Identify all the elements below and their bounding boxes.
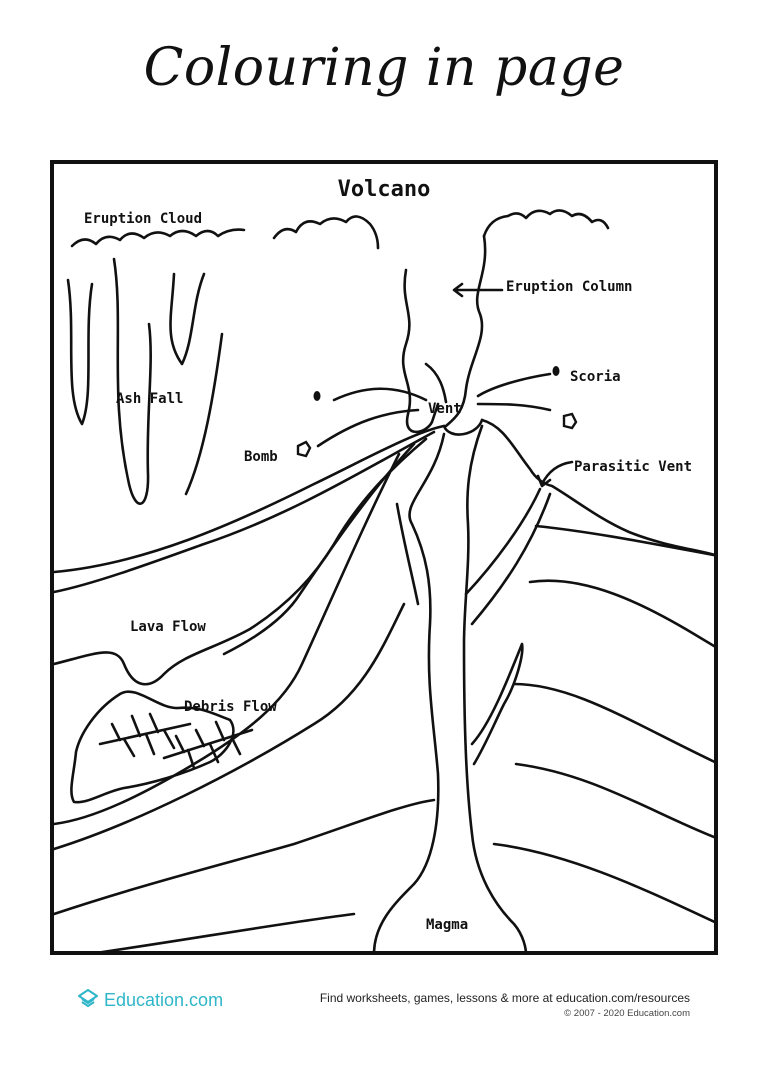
eruption-column-arrow xyxy=(452,282,504,298)
volcano-diagram: Volcano Eruption Cloud Eruption Column A… xyxy=(50,160,718,955)
bomb-rock xyxy=(313,391,321,401)
bomb-rock-outline xyxy=(296,440,312,458)
earth-layer xyxy=(528,579,714,648)
vent-ray xyxy=(476,372,552,398)
eruption-column-right xyxy=(444,234,487,428)
diagram-title: Volcano xyxy=(337,177,431,202)
label-lava-flow: Lava Flow xyxy=(130,619,206,635)
earth-layer xyxy=(512,682,714,764)
ash-fall-streak xyxy=(184,332,224,496)
magma-conduit-left xyxy=(372,432,446,951)
page-title: Colouring in page xyxy=(143,38,625,98)
label-parasitic-vent: Parasitic Vent xyxy=(574,459,693,475)
eruption-column-cloud xyxy=(272,215,380,250)
debris-flow-line xyxy=(54,452,401,826)
label-bomb: Bomb xyxy=(244,449,278,465)
parasitic-vent-right xyxy=(470,492,552,626)
lava-flow-line xyxy=(54,430,436,594)
volcano-drawing xyxy=(54,209,714,951)
education-logo-icon xyxy=(76,986,100,1014)
magma-conduit-right xyxy=(462,424,528,951)
label-vent: Vent xyxy=(428,401,462,417)
magma-branch xyxy=(470,642,524,766)
lava-flow-line xyxy=(54,437,428,686)
footer-copyright: © 2007 - 2020 Education.com xyxy=(564,1008,690,1019)
scoria-rock xyxy=(552,366,560,376)
earth-layer xyxy=(492,842,714,924)
label-scoria: Scoria xyxy=(570,369,621,385)
earth-layer xyxy=(514,762,714,839)
vent-ray xyxy=(476,402,552,412)
ash-fall-streak xyxy=(66,278,94,426)
label-eruption-cloud: Eruption Cloud xyxy=(84,211,203,227)
label-magma: Magma xyxy=(426,917,469,933)
vent-ray xyxy=(424,362,448,404)
ash-fall-streak xyxy=(112,257,152,505)
education-brand: Education.com xyxy=(104,989,224,1010)
earth-layer xyxy=(534,524,714,557)
vent-ray xyxy=(316,408,420,448)
label-ash-fall: Ash Fall xyxy=(116,391,184,407)
debris-flow-outline xyxy=(70,690,235,804)
ash-fall-streak xyxy=(169,272,206,366)
eruption-cloud-outline xyxy=(70,228,246,248)
label-debris-flow: Debris Flow xyxy=(184,699,277,715)
eruption-column-left xyxy=(401,268,440,434)
education-logo: Education.com xyxy=(76,986,223,1014)
lava-flow-line xyxy=(222,442,416,656)
parasitic-vent-left xyxy=(464,487,542,596)
magma-conduit-inner xyxy=(395,502,420,606)
debris-tree xyxy=(98,712,192,758)
debris-tree xyxy=(162,720,254,770)
footer-tagline: Find worksheets, games, lessons & more a… xyxy=(319,991,690,1005)
earth-layer xyxy=(100,912,356,951)
parasitic-vent-arrow xyxy=(536,460,574,488)
label-eruption-column: Eruption Column xyxy=(506,279,633,295)
earth-layer xyxy=(54,798,436,916)
earth-layer xyxy=(54,602,406,851)
vent-crater xyxy=(442,418,484,436)
volcano-cone-left xyxy=(54,424,446,574)
volcano-cone-right xyxy=(480,418,714,557)
scoria-rock-outline xyxy=(562,412,578,430)
vent-ray xyxy=(332,387,428,402)
eruption-column-cloud xyxy=(482,209,610,238)
